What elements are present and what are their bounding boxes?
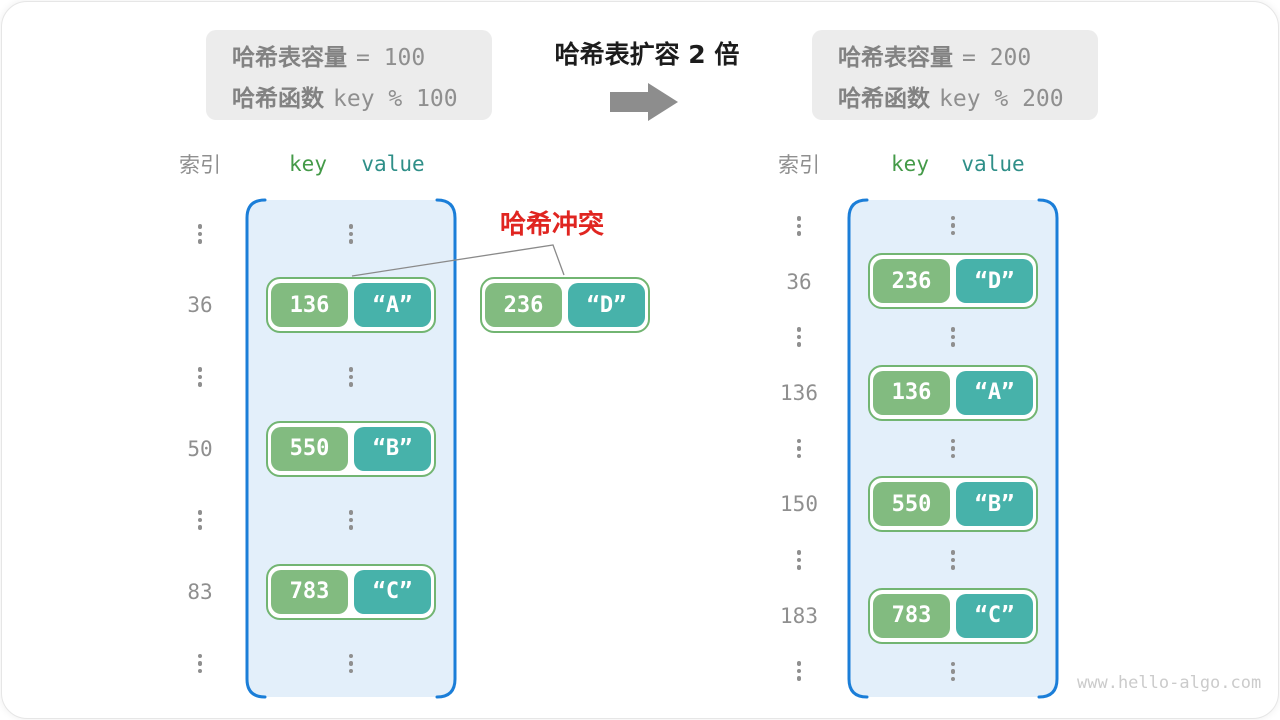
left-key-header: key	[289, 152, 327, 176]
hash-function-line: 哈希函数 key % 200	[838, 79, 1098, 113]
kv-pair: 550“B”	[266, 420, 436, 477]
ellipsis-dots	[348, 367, 354, 387]
key-box: 136	[873, 370, 950, 415]
key-box: 783	[873, 593, 950, 638]
kv-pair: 236“D”	[868, 253, 1038, 310]
key-box: 236	[873, 259, 950, 304]
hash-function-value: key % 200	[939, 85, 1064, 112]
left-value-header: value	[361, 152, 425, 176]
left-index-column: 36 50 83	[161, 198, 239, 699]
key-box: 136	[271, 283, 348, 328]
capacity-line: 哈希表容量 = 200	[838, 38, 1098, 72]
kv-pair: 783“C”	[266, 563, 436, 620]
kv-pair: 783“C”	[868, 587, 1038, 644]
index-label: 83	[187, 579, 213, 604]
ellipsis-dots	[197, 224, 203, 244]
value-box: “A”	[956, 370, 1033, 415]
capacity-value: = 200	[962, 44, 1032, 71]
ellipsis-dots	[348, 510, 354, 530]
arrow-head	[648, 83, 678, 121]
collision-kv-pair: 236 “D”	[480, 277, 650, 333]
kv-pair: 136“A”	[266, 277, 436, 334]
index-label: 150	[780, 492, 818, 517]
ellipsis-dots	[796, 216, 802, 236]
ellipsis-dots	[348, 224, 354, 244]
right-index-column: 36 136 150 183	[760, 198, 838, 699]
hash-function-line: 哈希函数 key % 100	[232, 79, 492, 113]
capacity-line: 哈希表容量 = 100	[232, 38, 492, 72]
capacity-label: 哈希表容量	[838, 44, 953, 71]
index-label: 36	[187, 293, 213, 318]
ellipsis-dots	[197, 510, 203, 530]
key-box: 236	[485, 283, 562, 327]
ellipsis-dots	[796, 661, 802, 681]
kv-pair: 550“B”	[868, 476, 1038, 533]
right-key-header: key	[891, 152, 929, 176]
key-box: 550	[271, 426, 348, 471]
index-label: 50	[187, 436, 213, 461]
ellipsis-dots	[197, 653, 203, 673]
key-box: 783	[271, 569, 348, 614]
ellipsis-dots	[796, 438, 802, 459]
collision-label: 哈希冲突	[499, 210, 604, 240]
right-table-rows: 236“D” 136“A” 550“B” 783“C”	[847, 198, 1059, 699]
ellipsis-dots	[950, 438, 956, 459]
ellipsis-dots	[796, 550, 802, 570]
ellipsis-dots	[950, 215, 956, 236]
kv-pair: 136“A”	[868, 364, 1038, 421]
capacity-label: 哈希表容量	[232, 44, 347, 71]
right-index-header: 索引	[778, 153, 820, 177]
index-label: 36	[786, 269, 812, 294]
capacity-box-before: 哈希表容量 = 100 哈希函数 key % 100	[206, 30, 492, 120]
value-box: “A”	[354, 283, 431, 328]
left-index-header: 索引	[179, 153, 221, 177]
index-label: 183	[780, 603, 818, 628]
key-box: 550	[873, 482, 950, 527]
hash-function-label: 哈希函数	[232, 85, 324, 112]
value-box: “D”	[568, 283, 645, 327]
ellipsis-dots	[950, 550, 956, 570]
arrow-shaft	[610, 92, 648, 112]
value-box: “D”	[956, 259, 1033, 304]
index-label: 136	[780, 380, 818, 405]
ellipsis-dots	[197, 367, 203, 387]
value-box: “B”	[956, 482, 1033, 527]
ellipsis-dots	[950, 327, 956, 347]
left-table-rows: 136“A” 550“B” 783“C”	[245, 198, 457, 699]
watermark: www.hello-algo.com	[1077, 673, 1262, 693]
ellipsis-dots	[796, 327, 802, 347]
hash-function-value: key % 100	[333, 85, 458, 112]
hash-function-label: 哈希函数	[838, 85, 930, 112]
value-box: “C”	[956, 593, 1033, 638]
right-arrow-icon	[610, 83, 678, 121]
value-box: “B”	[354, 426, 431, 471]
capacity-value: = 100	[356, 44, 426, 71]
ellipsis-dots	[950, 661, 956, 682]
expand-title: 哈希表扩容 2 倍	[554, 40, 740, 69]
ellipsis-dots	[348, 653, 354, 673]
capacity-box-after: 哈希表容量 = 200 哈希函数 key % 200	[812, 30, 1098, 120]
right-value-header: value	[961, 152, 1025, 176]
value-box: “C”	[354, 569, 431, 614]
